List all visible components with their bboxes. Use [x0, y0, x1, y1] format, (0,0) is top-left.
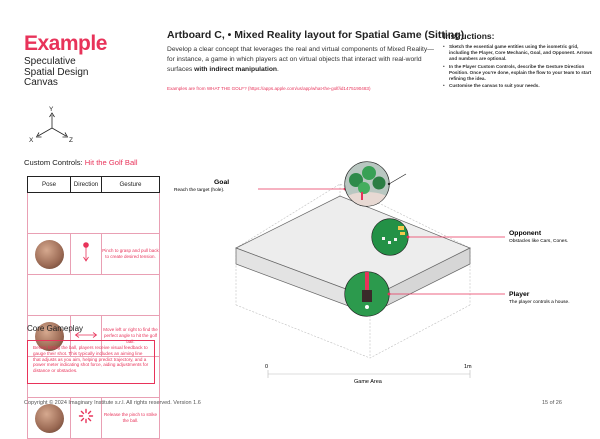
page-number: 15 of 26: [542, 400, 562, 406]
goal-title: Goal: [214, 179, 229, 186]
axis-y-label: Y: [49, 106, 54, 113]
pose-cell: [27, 233, 71, 275]
gesture-cell: Pinch to grasp and pull back to create d…: [101, 233, 160, 275]
description-end: .: [277, 66, 279, 74]
pose-image: [34, 239, 64, 269]
artboard-description: Develop a clear concept that leverages t…: [167, 45, 437, 76]
instructions-list: Sketch the essential game entities using…: [443, 44, 593, 90]
custom-controls-label: Custom Controls:: [24, 158, 83, 167]
pose-image: [34, 321, 64, 351]
goal-subtitle: Reach the target (hole).: [174, 187, 224, 193]
player-subtitle: The player controls a house.: [509, 299, 570, 305]
instruction-item: Sketch the essential game entities using…: [443, 44, 593, 63]
scale-start-label: 0: [265, 364, 268, 370]
brand-subtitle: Speculative Spatial Design Canvas: [24, 56, 124, 89]
opponent-bubble: [371, 218, 505, 256]
core-gameplay-title: Core Gameplay: [27, 324, 84, 333]
release-burst-icon: [78, 408, 94, 423]
axis-x: [35, 127, 53, 138]
vertical-drag-icon: [83, 241, 89, 262]
opponent-subtitle: Obstacles like Cars, Cones.: [509, 238, 568, 244]
game-area-label: Game Area: [354, 379, 383, 385]
custom-controls-highlight: Hit the Golf Ball: [84, 158, 138, 167]
axis-y: [49, 112, 55, 128]
instructions-title: Instructions:: [443, 31, 495, 41]
header-pose: Pose: [27, 176, 71, 193]
pose-cell: [27, 315, 71, 357]
header-gesture: Gesture: [101, 176, 160, 193]
gesture-cell: Move left or right to find the perfect a…: [101, 315, 160, 357]
game-platform: [235, 195, 471, 315]
core-gameplay-text: Before hitting the ball, players receive…: [27, 340, 155, 384]
brand-title: Example: [24, 32, 107, 55]
opponent-title: Opponent: [509, 230, 542, 237]
copyright-text: Copyright © 2024 Imaginary Institute s.r…: [24, 400, 201, 406]
controls-row: Pinch to grasp and pull back to create d…: [27, 233, 160, 275]
axis-gizmo: Y X Z: [29, 106, 73, 144]
game-area-scale: [267, 370, 471, 378]
controls-header-row: Pose Direction Gesture: [27, 176, 160, 193]
axis-x-label: X: [29, 137, 34, 144]
horizontal-arrows-icon: [74, 332, 98, 338]
examples-link[interactable]: Examples are from WHAT THE GOLF? (https:…: [167, 86, 371, 91]
controls-row: Move left or right to find the perfect a…: [27, 315, 160, 357]
scale-end-label: 1m: [464, 364, 472, 370]
header-direction: Direction: [70, 176, 102, 193]
pose-image: [34, 403, 64, 433]
artboard-title: Artboard C, • Mixed Reality layout for S…: [167, 29, 465, 41]
game-area-illustration: 0 1m Game Area Goal Reach the target (ho…: [174, 161, 570, 385]
goal-bubble: [258, 161, 407, 207]
brand-subtitle-line: Speculative: [24, 56, 76, 67]
instruction-item: Customise the canvas to suit your needs.: [443, 83, 593, 89]
brand-subtitle-line: Spatial Design: [24, 66, 89, 78]
instruction-item: In the Player Custom Controls, describe …: [443, 64, 593, 83]
custom-controls-title: Custom Controls: Hit the Golf Ball: [24, 158, 138, 167]
direction-cell: [70, 233, 102, 275]
axis-z-label: Z: [69, 137, 73, 144]
player-title: Player: [509, 291, 530, 298]
description-bold: with indirect manipulation: [194, 66, 277, 74]
brand-subtitle-line: Canvas: [24, 77, 58, 88]
description-text: Develop a clear concept that leverages t…: [167, 46, 434, 74]
axis-z: [51, 127, 69, 138]
controls-table: Pose Direction Gesture Pinch to grasp an…: [27, 176, 160, 439]
player-bubble: [344, 271, 505, 317]
